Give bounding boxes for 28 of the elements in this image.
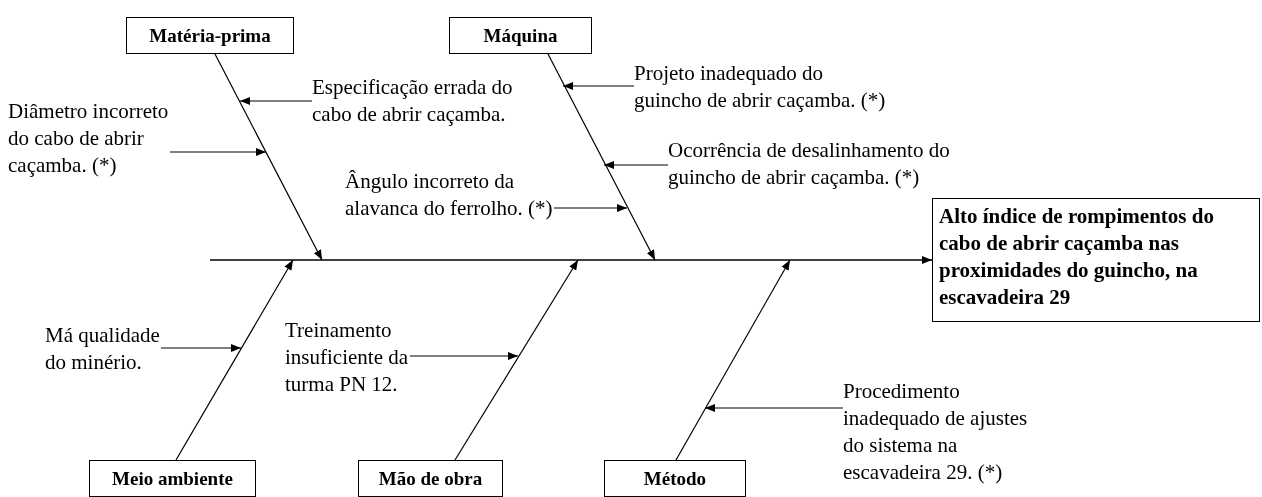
category-box: Mão de obra [358, 460, 503, 497]
arrow [454, 259, 579, 461]
arrow [169, 148, 267, 156]
category-box: Matéria-prima [126, 17, 294, 54]
cause-text: Ocorrência de desalinhamento do guincho de abrir caçamba. (*) [668, 137, 951, 191]
category-box: Meio ambiente [89, 460, 256, 497]
effect-box: Alto índice de rompimentos do cabo de abrir caçamba nas proximidades do guincho, na escavadeira 29 [932, 198, 1260, 322]
cause-text: Ângulo incorreto da alavanca do ferrolho. (*) [345, 168, 554, 222]
cause-text: Procedimento inadequado de ajustes do sistema na escavadeira 29. (*) [843, 378, 1029, 486]
arrow [553, 204, 628, 212]
cause-text: Projeto inadequado do guincho de abrir caçamba. (*) [634, 60, 887, 114]
arrow [562, 82, 635, 90]
arrow [603, 161, 669, 169]
cause-text: Má qualidade do minério. [45, 322, 161, 376]
arrow [704, 404, 844, 412]
cause-text: Especificação errada do cabo de abrir caçamba. [312, 74, 514, 128]
cause-text: Diâmetro incorreto do cabo de abrir caçamba. (*) [8, 98, 170, 179]
cause-text: Treinamento insuficiente da turma PN 12. [285, 317, 410, 398]
arrow [239, 97, 313, 105]
arrow [409, 352, 519, 360]
arrow [175, 259, 294, 461]
spine-arrow [209, 256, 933, 264]
arrow [547, 53, 656, 261]
category-box: Máquina [449, 17, 592, 54]
category-box: Método [604, 460, 746, 497]
arrow [214, 53, 323, 261]
arrow [160, 344, 242, 352]
arrow [675, 259, 791, 461]
